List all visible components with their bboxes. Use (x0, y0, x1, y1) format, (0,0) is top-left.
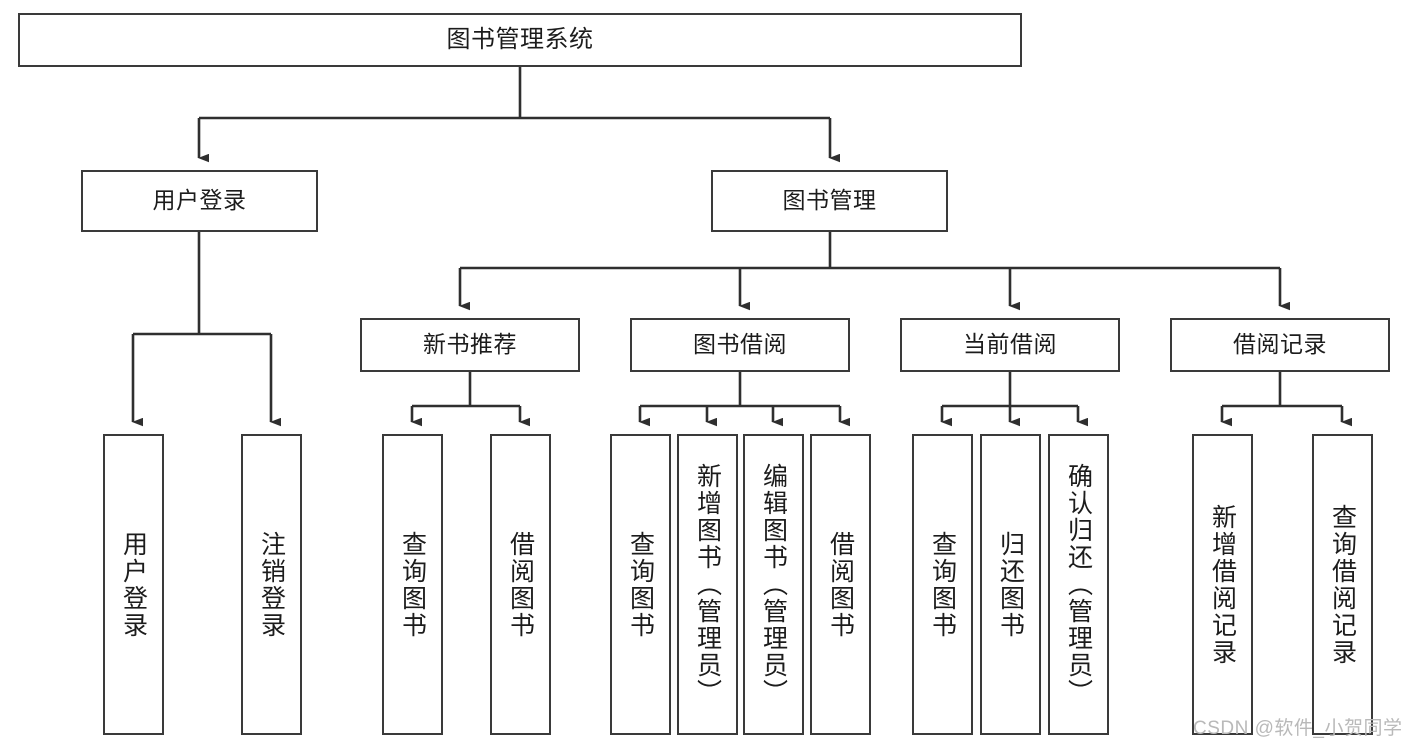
leaf-label: 新增借阅记录 (1208, 503, 1237, 666)
edge-bookborrow-to-leaves (638, 372, 850, 427)
leaf-label: 用户登录 (119, 530, 148, 639)
leaf-add-record[interactable]: 新增借阅记录 (1192, 434, 1253, 735)
leaf-return-book[interactable]: 归还图书 (980, 434, 1041, 735)
edge-borrowrecord-to-leaves (1220, 372, 1352, 427)
leaf-user-login[interactable]: 用户登录 (103, 434, 164, 735)
leaf-query-book-2[interactable]: 查询图书 (610, 434, 671, 735)
leaf-add-book[interactable]: 新增图书（管理员） (677, 434, 738, 735)
leaf-label: 归还图书 (996, 530, 1025, 639)
leaf-label: 查询借阅记录 (1328, 503, 1357, 666)
leaf-confirm-return[interactable]: 确认归还（管理员） (1048, 434, 1109, 735)
leaf-borrow-book-1[interactable]: 借阅图书 (490, 434, 551, 735)
node-current-borrow[interactable]: 当前借阅 (900, 318, 1120, 372)
leaf-label: 借阅图书 (826, 530, 855, 639)
leaf-label: 新增图书（管理员） (693, 463, 722, 706)
leaf-query-book-1[interactable]: 查询图书 (382, 434, 443, 735)
node-book-borrow[interactable]: 图书借阅 (630, 318, 850, 372)
leaf-label: 借阅图书 (506, 530, 535, 639)
leaf-label: 查询图书 (398, 530, 427, 639)
leaf-borrow-book-2[interactable]: 借阅图书 (810, 434, 871, 735)
leaf-user-logout[interactable]: 注销登录 (241, 434, 302, 735)
leaf-label: 查询图书 (626, 530, 655, 639)
edge-userlogin-to-leaves (131, 232, 281, 427)
edge-newbook-to-leaves (410, 372, 530, 427)
leaf-edit-book[interactable]: 编辑图书（管理员） (743, 434, 804, 735)
leaf-label: 确认归还（管理员） (1064, 463, 1093, 706)
leaf-query-book-3[interactable]: 查询图书 (912, 434, 973, 735)
csdn-watermark: CSDN @软件_小贺同学 (1193, 718, 1403, 739)
node-new-book-recommend[interactable]: 新书推荐 (360, 318, 580, 372)
edge-root-to-level1 (197, 67, 840, 163)
edge-bookmanage-to-level2 (458, 232, 1290, 311)
leaf-query-record[interactable]: 查询借阅记录 (1312, 434, 1373, 735)
node-borrow-record[interactable]: 借阅记录 (1170, 318, 1390, 372)
node-user-login[interactable]: 用户登录 (81, 170, 318, 232)
leaf-label: 查询图书 (928, 530, 957, 639)
leaf-label: 编辑图书（管理员） (759, 463, 788, 706)
node-root-system[interactable]: 图书管理系统 (18, 13, 1022, 67)
leaf-label: 注销登录 (257, 530, 286, 639)
node-book-manage[interactable]: 图书管理 (711, 170, 948, 232)
edge-currentborrow-to-leaves (940, 372, 1088, 427)
